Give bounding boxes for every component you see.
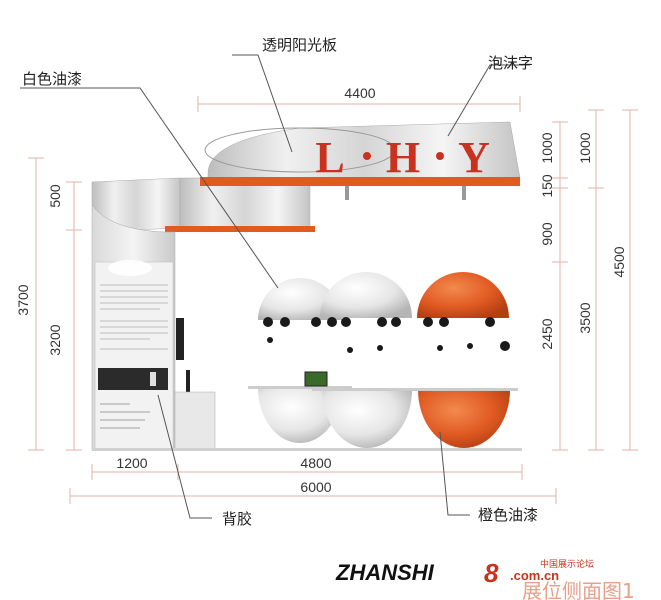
top-orange-beam: [200, 177, 520, 186]
label-orange-paint: 橙色油漆: [478, 506, 538, 524]
watermark-brand-digit: 8: [484, 558, 499, 588]
watermark-brand-cn: 中国展示论坛: [540, 558, 594, 570]
logo-foam-letters: L H Y: [315, 133, 490, 182]
label-white-paint: 白色油漆: [22, 70, 82, 88]
dim-left-3200: 3200: [47, 324, 63, 355]
logo-dot-2: [436, 152, 444, 160]
dim-left-3700: 3700: [15, 284, 31, 315]
top-panel-ellipse-edge: [204, 127, 396, 173]
dim-right-150: 150: [539, 174, 555, 198]
logo-letter-l: L: [315, 133, 344, 182]
wall-dark-banner: [98, 368, 168, 390]
dim-top-4400: 4400: [344, 85, 375, 101]
dim-bottom-1200: 1200: [116, 455, 147, 471]
side-dark-bar: [186, 370, 190, 395]
dim-right-1000a: 1000: [539, 132, 555, 163]
wall-spot-light: [108, 260, 152, 276]
support-post-right: [462, 186, 466, 200]
booth-structure: [91, 121, 522, 451]
dim-right-1000b: 1000: [577, 132, 593, 163]
side-dark-panel: [176, 318, 184, 360]
wall-info-lines: [100, 403, 150, 429]
support-post-left: [345, 186, 349, 200]
dim-left-500: 500: [47, 184, 63, 208]
dim-bottom-6000: 6000: [300, 479, 331, 495]
camera-products: [263, 317, 510, 353]
dim-right-4500: 4500: [611, 246, 627, 277]
dim-right-2450: 2450: [539, 318, 555, 349]
logo-dot-1: [363, 152, 371, 160]
reception-counter: [174, 391, 216, 451]
floor-strip: [92, 448, 522, 451]
logo-letter-h: H: [386, 133, 420, 182]
logo-letter-y: Y: [458, 133, 490, 182]
mid-panel-band: [179, 177, 311, 229]
watermark-brand-main: ZHANSHI: [335, 560, 435, 585]
dim-bottom-4800: 4800: [300, 455, 331, 471]
wall-text-lines: [100, 284, 168, 350]
wall-banner-accent: [150, 372, 156, 386]
label-back-adhesive: 背胶: [222, 510, 252, 528]
label-foam-letters: 泡沫字: [488, 54, 533, 72]
dim-right-3500: 3500: [577, 302, 593, 333]
watermark-caption: 展位侧面图1: [522, 579, 635, 600]
dimension-lines: [28, 96, 638, 504]
watermark: ZHANSHI 8 中国展示论坛 .com.cn 展位侧面图1: [335, 558, 635, 600]
sphere-display-orange: [408, 272, 518, 448]
small-monitor: [304, 371, 328, 387]
dim-right-900: 900: [539, 222, 555, 246]
sphere-display-white-2: [312, 272, 420, 448]
watermark-brand-domain: .com.cn: [510, 568, 559, 583]
wall-graphic-panel: [94, 261, 174, 451]
leader-lines: [20, 54, 530, 519]
mid-orange-beam: [165, 226, 315, 232]
label-transparent-panel: 透明阳光板: [262, 36, 337, 54]
